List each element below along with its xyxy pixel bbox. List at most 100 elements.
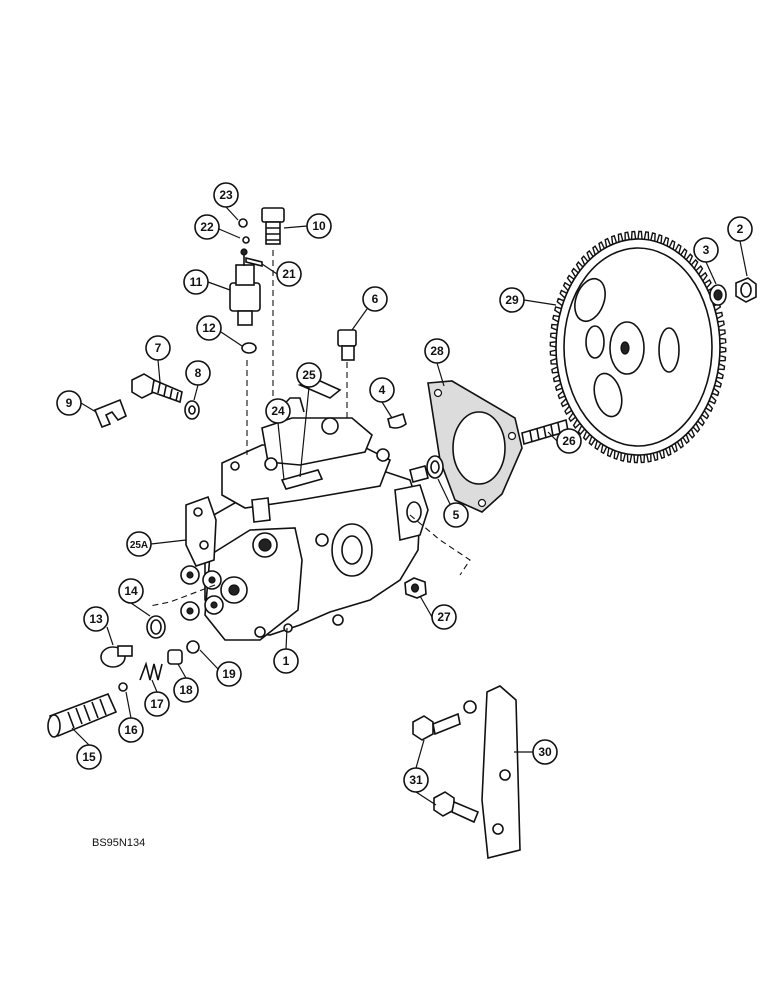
spring-17-drawing (139, 661, 163, 681)
callout-16: 16 (118, 717, 144, 743)
assembly-lines (149, 250, 471, 607)
callout-31: 31 (403, 767, 429, 793)
callout-label: 5 (453, 508, 460, 522)
leader-line (283, 225, 308, 229)
leader-line (381, 401, 393, 419)
leader-line (157, 359, 161, 383)
callout-label: 2 (737, 222, 744, 236)
callout-25: 25 (296, 362, 322, 388)
leader-line (705, 261, 717, 285)
bolt-31b-drawing (433, 791, 480, 824)
callout-label: 21 (282, 267, 296, 281)
callout-27: 27 (431, 604, 457, 630)
washer-21-drawing (245, 256, 263, 268)
washer-8-drawing (184, 400, 200, 420)
callout-label: 31 (409, 773, 423, 787)
nut-27-drawing (404, 577, 427, 599)
callout-2: 2 (727, 216, 753, 242)
callout-label: 27 (437, 610, 451, 624)
o-ring-12-drawing (241, 342, 257, 354)
callout-25a: 25A (126, 531, 152, 557)
leader-line (277, 422, 285, 481)
callout-22: 22 (194, 214, 220, 240)
callout-label: 25A (130, 540, 148, 551)
callout-11: 11 (183, 269, 209, 295)
leader-line (299, 386, 310, 478)
bolt-7-drawing (131, 373, 183, 404)
callout-6: 6 (362, 286, 388, 312)
gear-nut-drawing (735, 277, 757, 303)
callout-4: 4 (369, 377, 395, 403)
leader-line (419, 595, 433, 618)
callout-label: 12 (202, 321, 216, 335)
leader-line (523, 299, 557, 306)
callout-1: 1 (273, 648, 299, 674)
leader-line (80, 402, 97, 413)
callout-label: 16 (124, 723, 138, 737)
leader-line (739, 240, 748, 277)
leader-line (225, 206, 239, 221)
leader-line (351, 308, 368, 331)
leader-line (218, 228, 241, 239)
clip-9-drawing (93, 398, 128, 429)
fitting-6-drawing (337, 329, 357, 361)
shaft-15-drawing (47, 692, 118, 738)
callout-24: 24 (265, 398, 291, 424)
callout-label: 1 (283, 654, 290, 668)
callout-30: 30 (532, 739, 558, 765)
callout-label: 24 (271, 404, 285, 418)
callout-label: 4 (379, 383, 386, 397)
callout-5: 5 (443, 502, 469, 528)
leader-line (199, 649, 220, 671)
injection-pump-drawing (180, 379, 429, 641)
callout-28: 28 (424, 338, 450, 364)
callout-29: 29 (499, 287, 525, 313)
callout-label: 26 (562, 434, 576, 448)
callout-label: 9 (66, 396, 73, 410)
leader-line (415, 791, 437, 806)
leader-line (125, 691, 132, 719)
leader-line (151, 679, 158, 693)
callout-label: 6 (372, 292, 379, 306)
leader-line (177, 663, 187, 679)
callout-26: 26 (556, 428, 582, 454)
callout-19: 19 (216, 661, 242, 687)
leader-line (193, 384, 199, 401)
drawing-code: BS95N134 (92, 837, 145, 849)
gear-washer-drawing (709, 284, 727, 306)
callout-12: 12 (196, 315, 222, 341)
leader-line (437, 478, 451, 505)
callout-label: 13 (89, 612, 103, 626)
callout-label: 15 (82, 750, 96, 764)
callout-18: 18 (173, 677, 199, 703)
callout-17: 17 (144, 691, 170, 717)
callout-label: 23 (219, 188, 233, 202)
leader-line (130, 602, 151, 617)
callout-label: 28 (430, 344, 444, 358)
bracket-30-drawing (463, 685, 521, 859)
callout-10: 10 (306, 213, 332, 239)
seal-ring-drawing (426, 455, 444, 479)
plug-13-drawing (100, 645, 133, 668)
gasket-drawing (427, 380, 523, 513)
callout-label: 3 (703, 243, 710, 257)
leader-line (547, 431, 558, 442)
callout-label: 14 (124, 584, 138, 598)
callout-label: 29 (505, 293, 519, 307)
leader-line (261, 263, 278, 275)
leader-line (71, 727, 90, 746)
leader-line (207, 281, 231, 291)
washer-19-drawing (186, 640, 200, 654)
leader-line (106, 626, 114, 646)
callout-label: 10 (312, 219, 326, 233)
callout-13: 13 (83, 606, 109, 632)
nut-23-drawing (238, 218, 248, 228)
washer-22-drawing (242, 236, 250, 244)
leader-lines (71, 206, 748, 806)
ring-16-drawing (118, 682, 128, 692)
callout-3: 3 (693, 237, 719, 263)
callout-14: 14 (118, 578, 144, 604)
leader-line (436, 362, 445, 387)
callout-23: 23 (213, 182, 239, 208)
